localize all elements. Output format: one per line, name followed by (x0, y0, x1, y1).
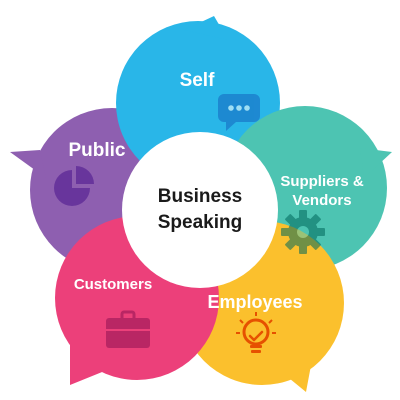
center-title-line-2: Speaking (158, 212, 242, 233)
petal-suppliers-label-line-1: Suppliers & (280, 173, 364, 190)
petal-suppliers-tail (360, 148, 392, 178)
gear-icon (281, 210, 325, 254)
center-title-line-1: Business (158, 186, 242, 207)
petal-employees-tail (284, 360, 312, 392)
petal-employees-label: Employees (207, 292, 302, 312)
petal-self-tail (184, 16, 228, 40)
petal-self-label: Self (180, 70, 216, 91)
chat-bubble-icon (218, 94, 260, 131)
center-circle (122, 132, 278, 288)
petal-public-tail (10, 150, 46, 178)
petal-suppliers-label-line-2: Vendors (292, 192, 351, 209)
briefcase-icon (106, 310, 150, 348)
lightbulb-check-icon (236, 312, 276, 353)
petal-customers-tail (70, 330, 112, 385)
pie-chart-icon (54, 166, 94, 206)
petal-public-label: Public (68, 140, 125, 161)
petal-customers-label: Customers (74, 276, 152, 293)
